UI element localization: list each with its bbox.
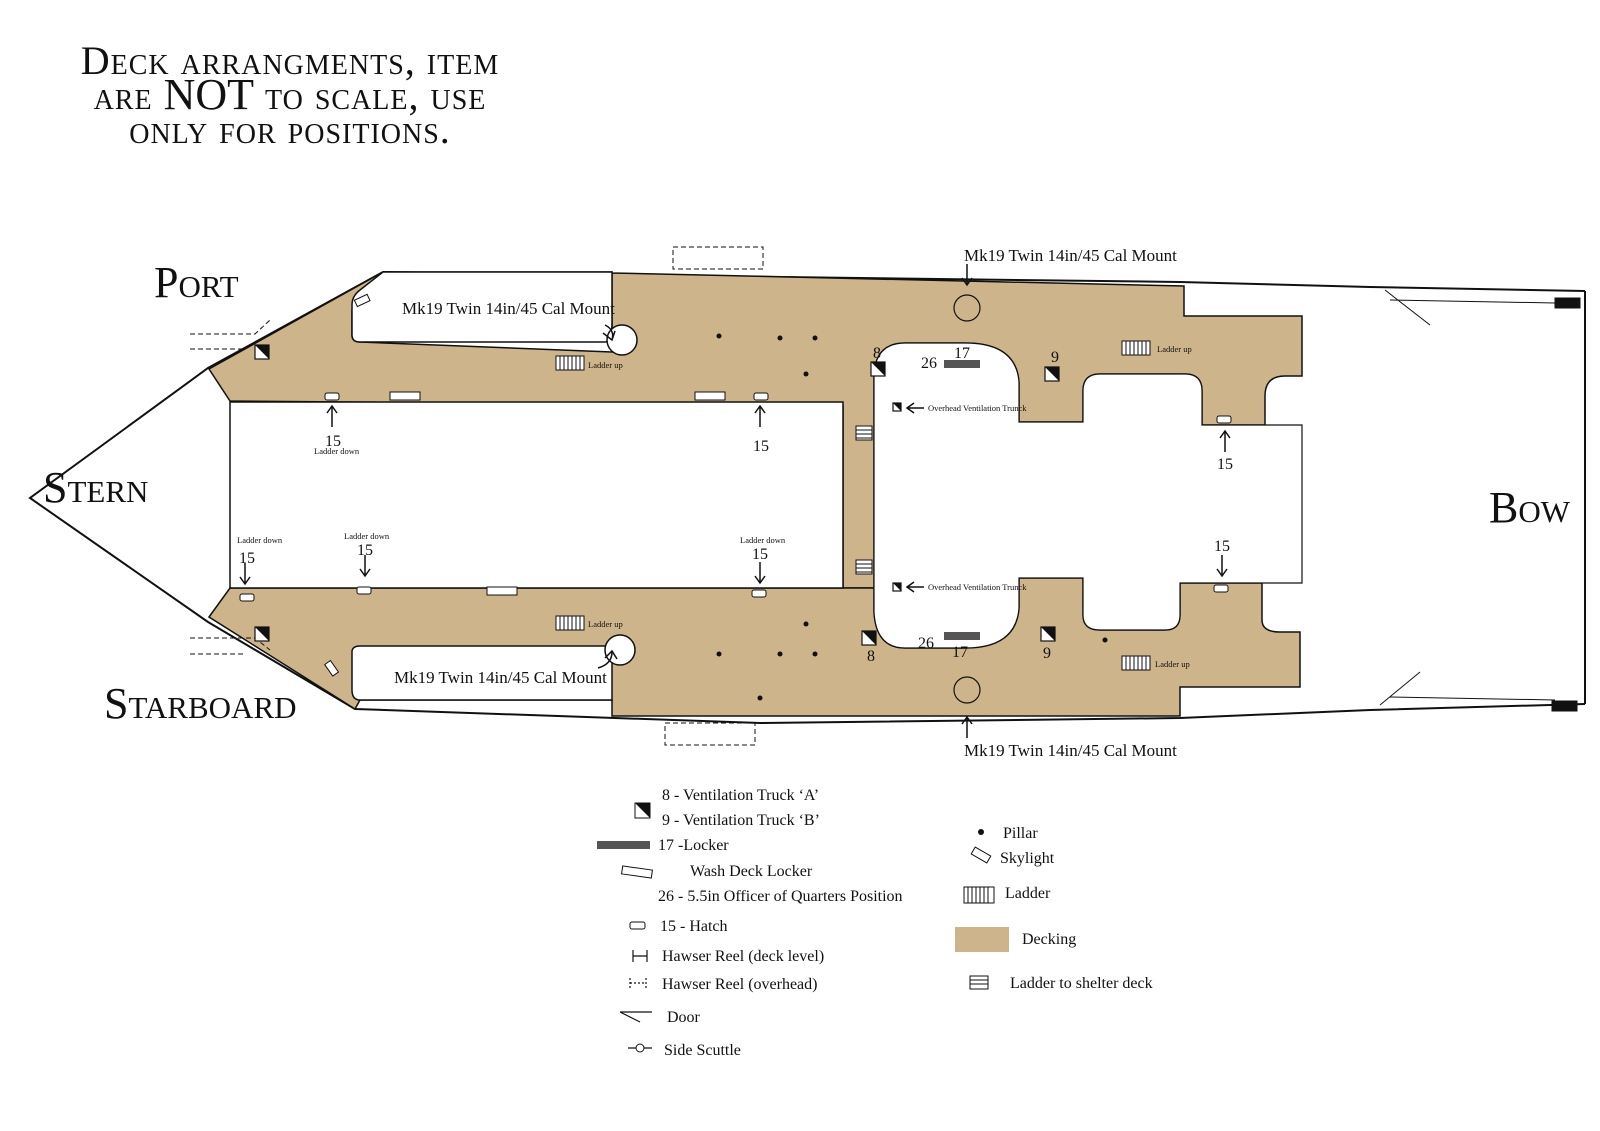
legend-side-scuttle: Side Scuttle [664,1042,741,1059]
vent-number: 9 [1051,349,1059,366]
central-well [229,401,844,589]
starboard-label: Starboard [104,679,297,728]
vent-trunks [254,344,1060,646]
locker-number: 17 [954,345,970,362]
title-text: to scale, use [265,73,487,118]
overhead-vent-note: Overhead Ventilation Trunck [928,403,1027,413]
legend-decking-swatch [955,927,1009,952]
pillars [716,333,1108,701]
vent-number: 9 [1043,645,1051,662]
legend-pillar: Pillar [1003,825,1038,842]
overhead-vent-note: Overhead Ventilation Trunck [928,582,1027,592]
bow-label: Bow [1489,483,1571,532]
mount-label-stbd-fwd: Mk19 Twin 14in/45 Cal Mount [964,741,1177,760]
legend: 8 - Ventilation Truck ‘A’ 9 - Ventilatio… [597,787,1153,1059]
locker-number: 17 [952,644,968,661]
hatch-number: 15 [1217,456,1233,473]
hatch-number: 15 [357,542,373,559]
skylights [324,293,726,677]
port-label: Port [154,258,239,307]
title-text: arrangments, item [180,38,500,83]
mount-label-port-fwd: Mk19 Twin 14in/45 Cal Mount [964,246,1177,265]
vent-number: 8 [867,648,875,665]
vent-number: 8 [873,345,881,362]
legend-door-symbol [619,1011,652,1023]
legend-pillar-symbol [978,829,984,835]
ladder-up-note: Ladder up [588,360,623,370]
title-emphasis: NOT [163,70,255,119]
ladder-up-note: Ladder up [588,619,623,629]
legend-locker-symbol [597,841,650,849]
legend-scuttle-symbol [628,1043,652,1053]
legend-officer: 26 - 5.5in Officer of Quarters Position [658,888,903,905]
title-text: are [93,73,153,118]
ladders [555,340,1151,671]
legend-shelter-ladder-symbol [969,975,989,990]
ladder-down-note: Ladder down [344,531,390,541]
legend-wash-deck: Wash Deck Locker [690,863,813,880]
hatches [239,392,1232,602]
hatch-number: 15 [1214,538,1230,555]
diagram-title: Deck arrangments, item are NOT to scale,… [40,41,540,152]
hatch-number: 15 [753,438,769,455]
stern-label: Stern [43,463,148,512]
ladder-down-note: Ladder down [740,535,786,545]
legend-hatch: 15 - Hatch [660,918,728,935]
legend-skylight: Skylight [1000,850,1055,867]
ladder-up-note: Ladder up [1155,659,1190,669]
officer-number: 26 [921,355,937,372]
legend-hatch-symbol [629,921,646,930]
legend-hawser-deck: Hawser Reel (deck level) [662,948,824,965]
legend-decking: Decking [1022,931,1076,948]
forward-well [873,342,1303,649]
hatch-number: 15 [325,433,341,450]
ladder-treads [559,341,1147,670]
officer-number: 26 [918,635,934,652]
hatch-number: 15 [752,546,768,563]
hatch-number: 15 [239,550,255,567]
bow-lines [1301,289,1581,712]
mount-rings [953,294,981,704]
mount-label-stbd-aft: Mk19 Twin 14in/45 Cal Mount [394,668,607,687]
legend-ladder-shelter: Ladder to shelter deck [1010,975,1153,992]
legend-hawser-overhead: Hawser Reel (overhead) [662,976,817,993]
title-text: only for positions. [129,107,451,152]
legend-ladder: Ladder [1005,885,1051,902]
ladder-up-note: Ladder up [1157,344,1192,354]
pointer-arrows [239,264,1231,738]
legend-vent-b: 9 - Ventilation Truck ‘B’ [662,812,820,829]
legend-locker: 17 -Locker [658,837,729,854]
ladder-down-note: Ladder down [237,535,283,545]
lockers [944,360,980,640]
ladder-down-note: Ladder down [314,446,360,456]
legend-ladder-symbol [963,886,995,904]
legend-wash-symbol [621,865,653,879]
outboard-structures [190,246,764,746]
legend-hawser-deck-symbol [632,950,648,962]
mount-label-port-aft: Mk19 Twin 14in/45 Cal Mount [402,299,615,318]
legend-skylight-symbol [970,846,992,864]
legend-hawser-overhead-symbol [629,978,647,988]
legend-vent-a: 8 - Ventilation Truck ‘A’ [662,787,819,804]
title-word: Deck [80,38,170,83]
legend-door: Door [667,1009,701,1026]
